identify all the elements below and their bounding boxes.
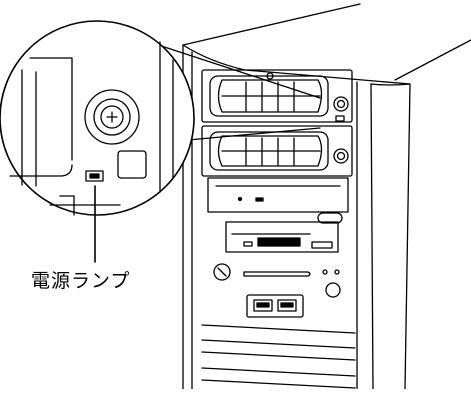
lower-bay-line xyxy=(201,379,356,389)
usb-ports xyxy=(246,294,304,318)
floppy-shutter xyxy=(257,237,301,247)
usb-port xyxy=(253,299,273,312)
key-lock-slot xyxy=(106,111,118,123)
floppy-drive-bezel xyxy=(225,221,339,253)
usb-panel xyxy=(246,294,304,318)
detail-bottom-step xyxy=(59,195,75,216)
drive-bay-2 xyxy=(201,125,353,177)
usb-port xyxy=(277,299,297,312)
drive-bay-1-tray xyxy=(209,75,329,117)
magnifier-line-bottom xyxy=(187,127,321,141)
floppy-eject-button xyxy=(311,241,333,249)
power-section xyxy=(213,263,341,298)
magnifier-outline xyxy=(0,20,195,216)
lower-bay-line xyxy=(201,324,356,334)
detail-step xyxy=(9,164,73,177)
card-slot xyxy=(243,271,311,277)
drive-bay-1-latch xyxy=(266,72,274,80)
drive-bay-2-handle xyxy=(217,135,323,167)
drive-bay-1-frame xyxy=(201,69,353,123)
optical-eject-button xyxy=(317,212,343,224)
key-lock-icon xyxy=(84,89,140,145)
optical-drive xyxy=(207,177,349,224)
lower-bay-line xyxy=(201,351,356,361)
magnifier-line-top xyxy=(139,38,321,99)
indicator-led xyxy=(334,269,340,275)
square-button xyxy=(117,150,147,179)
power-lamp-label: 電源ランプ xyxy=(31,270,131,292)
optical-drive-bezel xyxy=(207,177,349,213)
side-panel-front-edge xyxy=(404,83,411,390)
key-lock-core xyxy=(100,105,124,129)
lower-bays xyxy=(201,324,356,389)
front-bezel-right-edge xyxy=(370,83,374,390)
drive-bay-2-frame xyxy=(201,125,353,177)
optical-drive-hole xyxy=(237,196,243,202)
power-button-mark xyxy=(217,267,227,277)
case-top-back-edge xyxy=(182,3,361,46)
reset-button xyxy=(325,282,341,298)
side-panel-top-edge xyxy=(394,39,471,81)
drive-bay-1 xyxy=(201,69,353,123)
drive-bay-1-led xyxy=(335,115,345,122)
indicator-led xyxy=(322,269,328,275)
usb-port-tongue xyxy=(256,302,270,308)
power-button-icon xyxy=(213,263,231,281)
optical-drive-led xyxy=(255,197,264,202)
floppy-led xyxy=(243,241,253,247)
floppy-drive xyxy=(225,221,339,253)
key-lock-core xyxy=(336,99,346,109)
magnifier-circle xyxy=(0,20,195,216)
key-lock-core xyxy=(336,151,346,161)
case-corner-curve xyxy=(370,83,411,86)
lower-bay-line xyxy=(201,339,356,349)
key-lock-ring xyxy=(93,98,131,136)
power-lamp xyxy=(85,170,104,182)
detail-bracket xyxy=(29,57,73,161)
usb-port-tongue xyxy=(280,302,294,308)
lower-bay-line xyxy=(201,367,356,377)
magnifier-pointers xyxy=(139,38,321,141)
drive-bay-1-handle xyxy=(217,79,323,113)
key-lock-icon xyxy=(333,96,349,112)
power-lamp-light xyxy=(89,173,100,179)
key-lock-icon xyxy=(333,148,349,164)
